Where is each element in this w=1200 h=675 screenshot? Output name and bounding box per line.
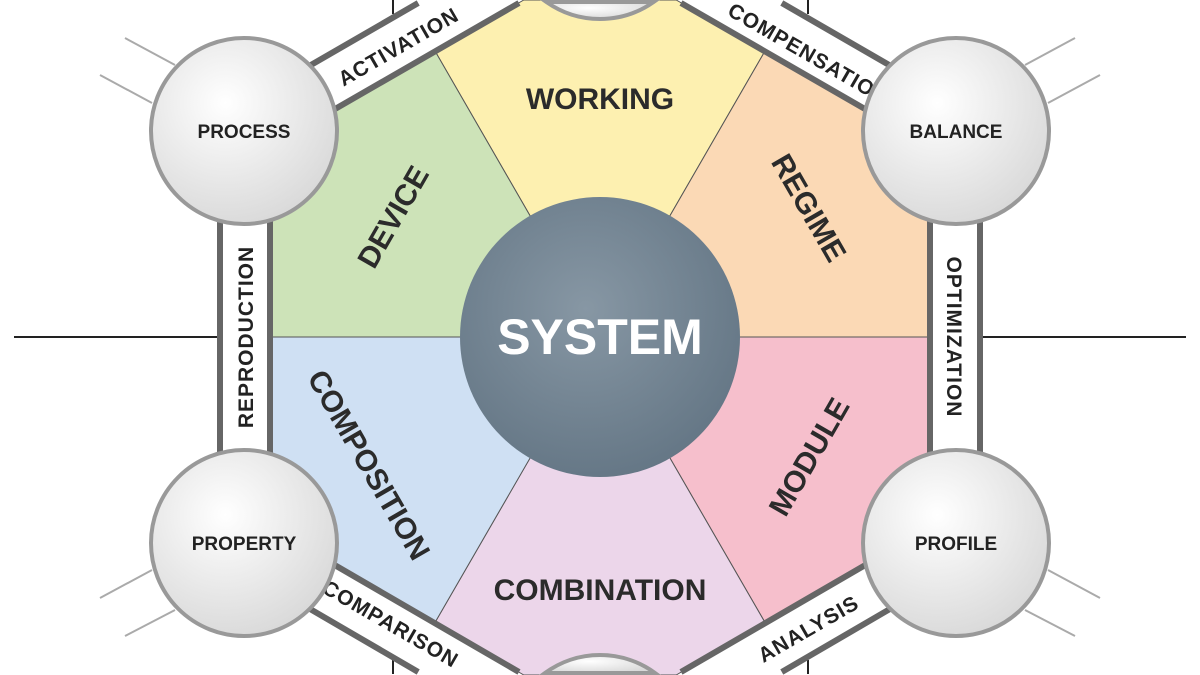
node-balance <box>861 36 1051 226</box>
node-label-balance: BALANCE <box>910 122 1003 143</box>
inner-hexagon-border <box>267 0 933 675</box>
node-process <box>149 36 339 226</box>
center-label: SYSTEM <box>497 309 703 365</box>
node-rays <box>99 37 1101 637</box>
segment-label-working: WORKING <box>526 83 674 116</box>
node-label-property: PROPERTY <box>192 534 297 555</box>
node-label-profile: PROFILE <box>915 534 997 555</box>
band-label-reproduction: REPRODUCTION <box>235 246 258 428</box>
node-bottom <box>538 653 662 675</box>
outer-band-border <box>217 0 983 675</box>
band-label-optimization: OPTIMIZATION <box>942 257 965 418</box>
node-top <box>540 0 660 21</box>
connector-lines <box>14 0 1186 674</box>
node-profile <box>861 448 1051 638</box>
node-property <box>149 448 339 638</box>
segment-label-combination: COMBINATION <box>494 574 707 607</box>
center-circle <box>460 197 740 477</box>
node-label-process: PROCESS <box>198 122 291 143</box>
